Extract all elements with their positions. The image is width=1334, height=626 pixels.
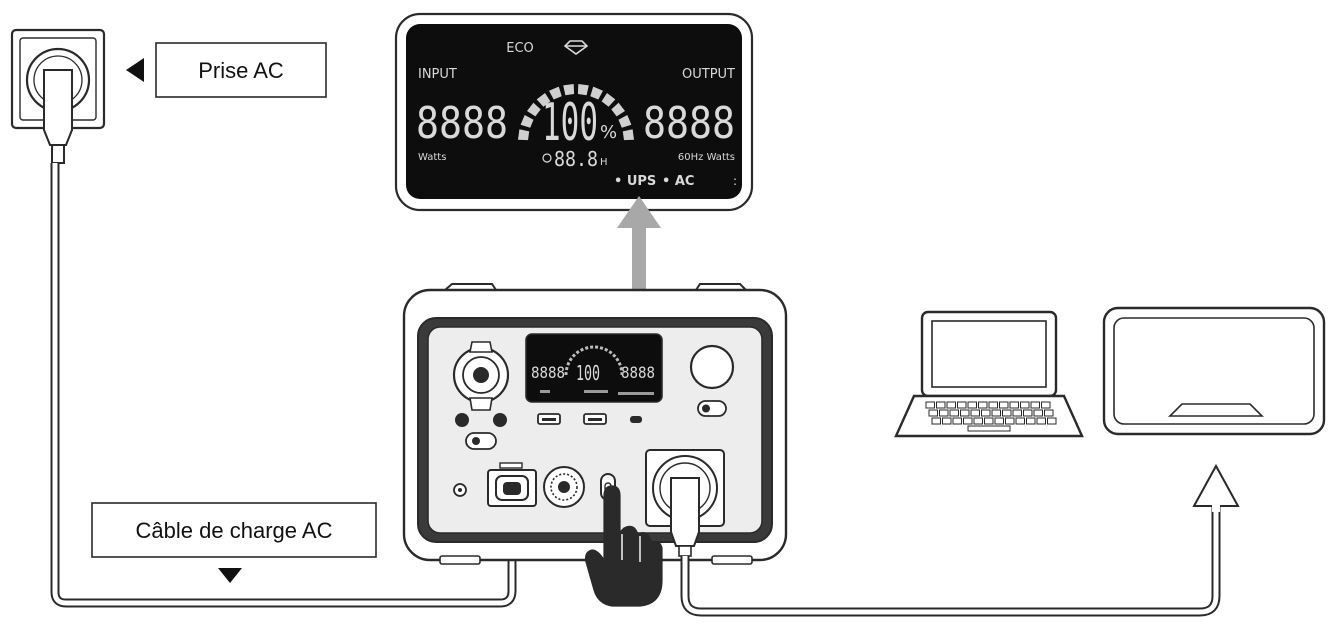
lcd-percent-sign: % [600, 122, 617, 143]
laptop-key [1026, 417, 1036, 425]
laptop-key [1020, 401, 1030, 409]
laptop-key [1009, 401, 1019, 409]
laptop-key [1033, 409, 1043, 417]
laptop-key [1041, 401, 1051, 409]
hand-pointer-icon [585, 485, 663, 607]
main-power-button [689, 344, 735, 390]
laptop-key [978, 401, 988, 409]
small-lcd-percent: 100 [576, 361, 600, 385]
laptop-key [1015, 417, 1025, 425]
prise-ac-label: Prise AC [155, 42, 327, 98]
power-station: 8888 100 8888 [402, 283, 788, 565]
laptop-key [970, 409, 980, 417]
lcd-time-unit: H [600, 157, 608, 168]
laptop-key [991, 409, 1001, 417]
laptop-key [1047, 417, 1057, 425]
appliance-icon [1102, 306, 1326, 436]
laptop-key [957, 401, 967, 409]
gauge-segment [577, 84, 589, 96]
usb-c-port [630, 416, 642, 423]
laptop-key [994, 417, 1004, 425]
lcd-input-unit: Watts [418, 152, 446, 163]
wall-socket [10, 28, 106, 164]
lcd-output-label: OUTPUT [682, 67, 735, 82]
gauge-segment [622, 129, 634, 141]
laptop-key [952, 417, 962, 425]
laptop-key [1036, 417, 1046, 425]
laptop-icon [894, 310, 1084, 438]
gauge-segment [590, 86, 603, 100]
laptop-key [984, 417, 994, 425]
laptop-key [1044, 409, 1054, 417]
gauge-segment [549, 86, 562, 100]
laptop-key [936, 401, 946, 409]
laptop-key [999, 401, 1009, 409]
lcd-percent: 100 [542, 93, 598, 153]
small-lcd-output: 8888 [621, 363, 655, 382]
ac-input-port [487, 462, 537, 507]
laptop-key [931, 417, 941, 425]
lcd-output-unit: 60Hz Watts [678, 152, 735, 163]
laptop-key [939, 409, 949, 417]
lcd-ups: • UPS [614, 174, 656, 189]
lcd-colon: : [733, 174, 737, 188]
laptop-key [942, 417, 952, 425]
laptop-key [963, 417, 973, 425]
solar-input-port [543, 466, 585, 508]
gauge-segment [527, 102, 541, 117]
battery-arc-gauge [518, 84, 634, 141]
laptop-key [1012, 409, 1022, 417]
pointer-triangle [126, 58, 144, 82]
laptop-key [988, 401, 998, 409]
lcd-eco: ECO [506, 41, 534, 56]
ac-output-socket [645, 449, 725, 557]
dc-port-right [493, 413, 507, 427]
lcd-display-zoom: ECO INPUT OUTPUT 8888 8888 100 % Watts 6… [394, 12, 754, 212]
gauge-segment [601, 93, 616, 107]
laptop-key [949, 409, 959, 417]
dc-port-left [455, 413, 469, 427]
prise-ac-text: Prise AC [198, 58, 284, 83]
gauge-segment [520, 115, 534, 128]
gauge-segment [611, 102, 625, 117]
cable-label-text: Câble de charge AC [136, 518, 333, 543]
laptop-key [1005, 417, 1015, 425]
laptop-key [967, 401, 977, 409]
laptop-key [960, 409, 970, 417]
gauge-segment [563, 84, 575, 96]
laptop-key [1030, 401, 1040, 409]
dc-switch [465, 432, 497, 450]
gauge-segment [618, 115, 632, 128]
eco-diamond-icon [563, 40, 589, 55]
small-lcd-input: 8888 [531, 363, 565, 382]
gauge-segment [518, 129, 530, 141]
lcd-time: 88.8 [554, 147, 598, 171]
device-lcd: 8888 100 8888 [525, 333, 663, 403]
laptop-key [946, 401, 956, 409]
lcd-output-value: 8888 [643, 98, 735, 149]
cable-label: Câble de charge AC [91, 502, 377, 558]
laptop-key [925, 401, 935, 409]
car-socket-port [452, 341, 510, 411]
clock-icon [542, 153, 552, 163]
laptop-key [981, 409, 991, 417]
gauge-segment [536, 93, 551, 107]
laptop-key [928, 409, 938, 417]
laptop-key [1002, 409, 1012, 417]
down-triangle [218, 568, 242, 583]
lcd-ac: • AC [662, 174, 694, 189]
laptop-key [973, 417, 983, 425]
laptop-key [1023, 409, 1033, 417]
lcd-input-value: 8888 [416, 98, 508, 149]
lcd-input-label: INPUT [418, 67, 457, 82]
